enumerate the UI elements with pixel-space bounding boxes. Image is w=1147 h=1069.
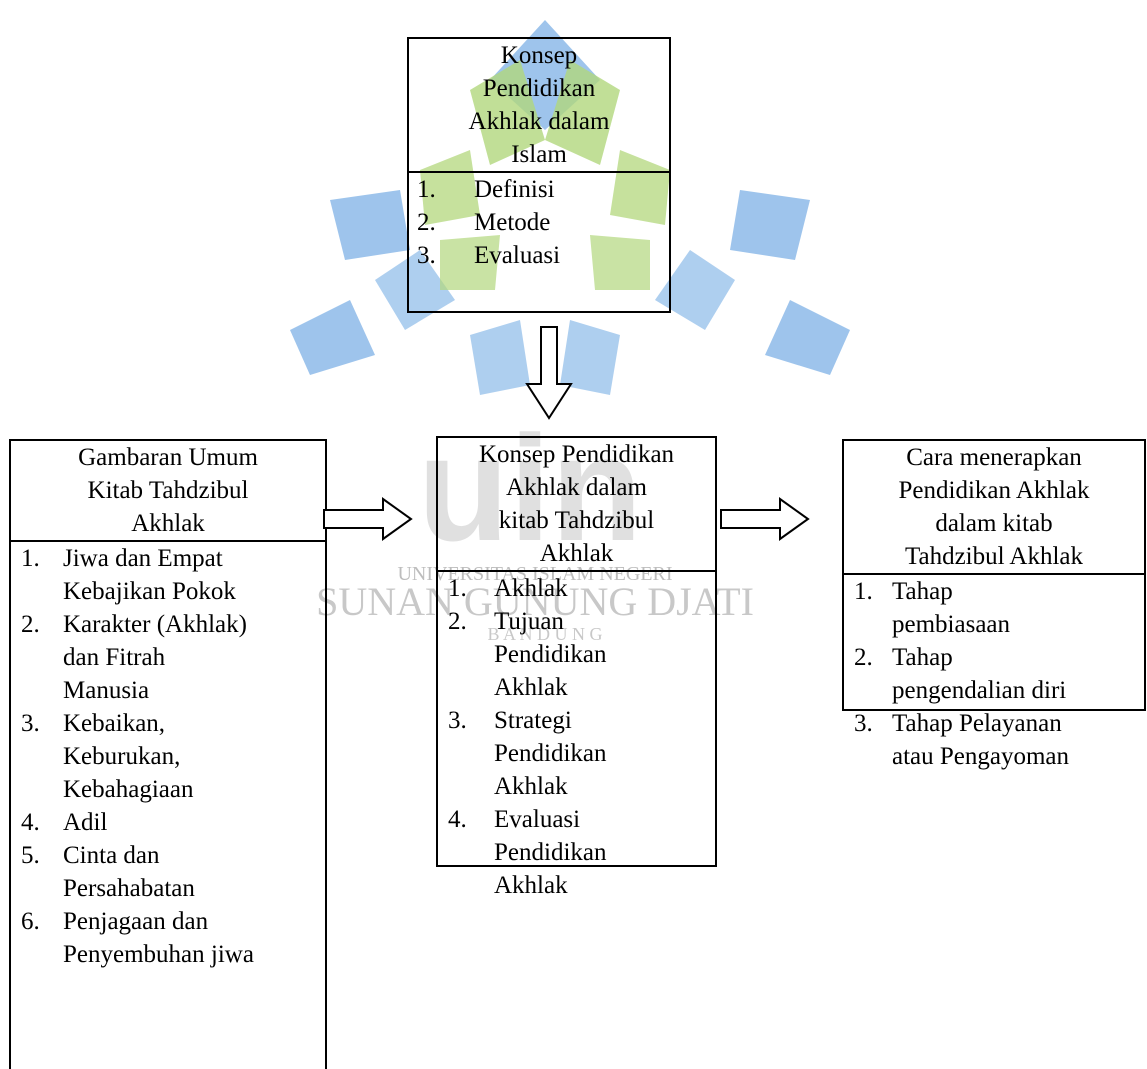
center-box-title: Konsep Pendidikan Akhlak dalam kitab Tah… xyxy=(438,438,715,572)
down-arrow-icon xyxy=(525,326,573,420)
list-item: 2.Metode xyxy=(417,209,551,236)
left-box: Gambaran Umum Kitab Tahdzibul Akhlak 1.J… xyxy=(9,439,327,1069)
top-box: Konsep Pendidikan Akhlak dalam Islam 1.D… xyxy=(407,37,671,313)
center-box: Konsep Pendidikan Akhlak dalam kitab Tah… xyxy=(436,436,717,899)
list-item: 1.Akhlak xyxy=(448,575,568,602)
right-box-title: Cara menerapkan Pendidikan Akhlak dalam … xyxy=(844,441,1144,575)
list-item: 3.Evaluasi xyxy=(417,242,561,269)
right-arrow-icon xyxy=(720,497,810,541)
top-box-list: 1.Definisi 2.Metode 3.Evaluasi xyxy=(409,173,669,272)
right-arrow-icon xyxy=(323,497,413,541)
list-item: 3.Kebaikan,Keburukan,Kebahagiaan xyxy=(21,710,194,803)
right-box: Cara menerapkan Pendidikan Akhlak dalam … xyxy=(842,439,1146,770)
top-box-title: Konsep Pendidikan Akhlak dalam Islam xyxy=(409,39,669,173)
left-box-title: Gambaran Umum Kitab Tahdzibul Akhlak xyxy=(11,441,325,542)
list-item: 1.Definisi xyxy=(417,176,555,203)
list-item: 4.Adil xyxy=(21,809,108,836)
